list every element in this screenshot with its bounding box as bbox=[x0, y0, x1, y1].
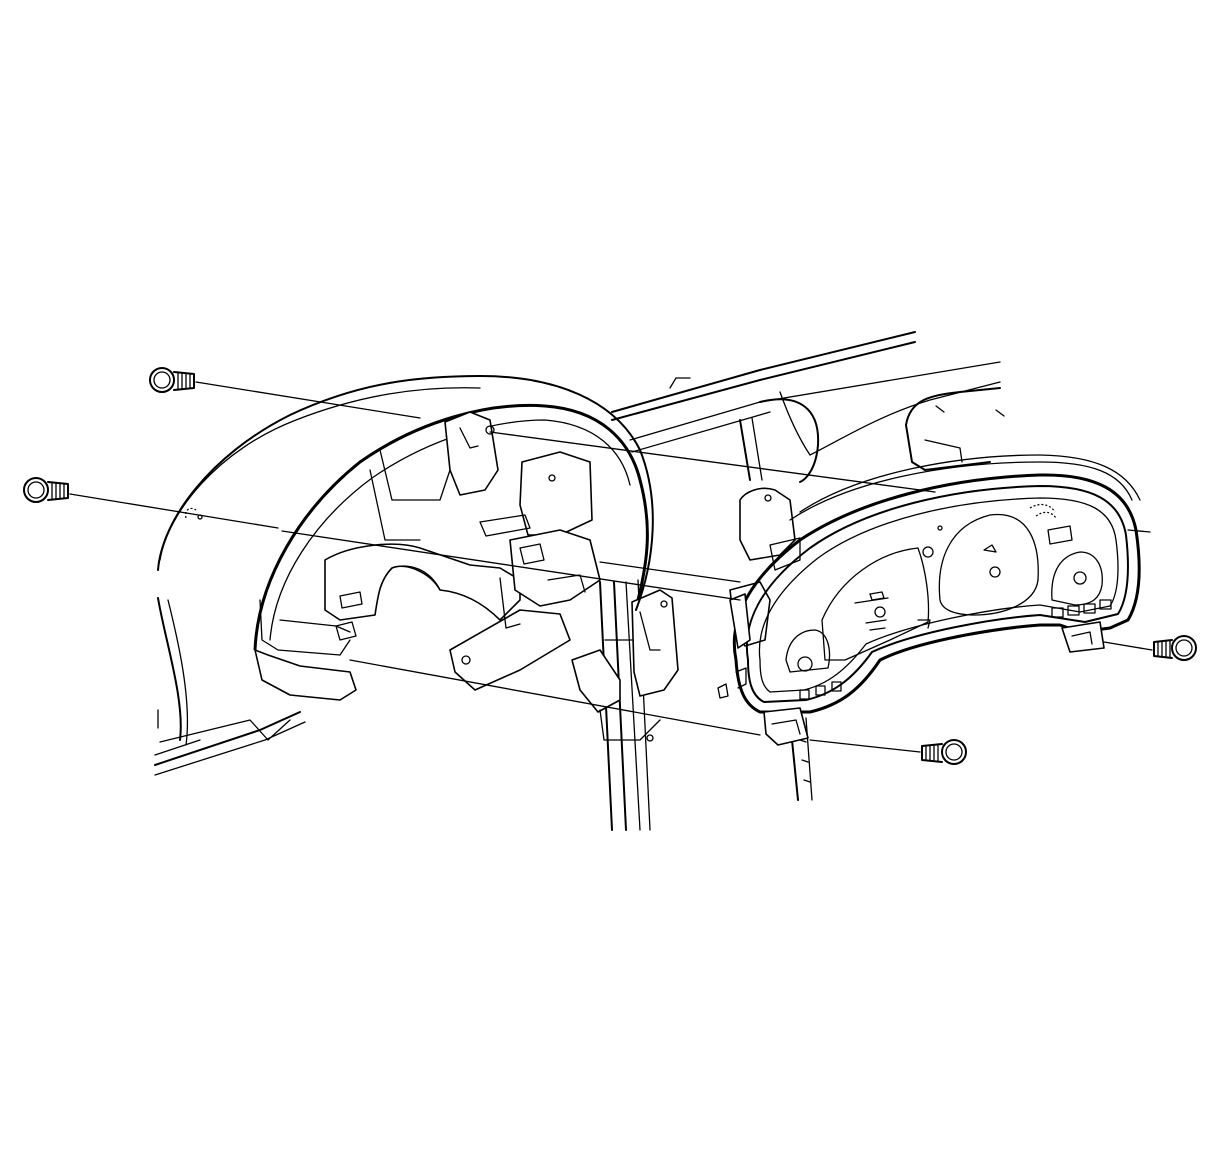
instrument-cluster bbox=[717, 454, 1141, 746]
fastener-right bbox=[1153, 635, 1197, 661]
alignment-lines bbox=[69, 381, 1153, 753]
fastener-lower-right bbox=[921, 739, 967, 765]
fastener-upper-left bbox=[149, 367, 195, 393]
instrument-panel-carrier bbox=[154, 331, 1005, 831]
fastener-mid-left bbox=[23, 477, 69, 503]
instrument-cluster-bezel bbox=[157, 375, 654, 701]
